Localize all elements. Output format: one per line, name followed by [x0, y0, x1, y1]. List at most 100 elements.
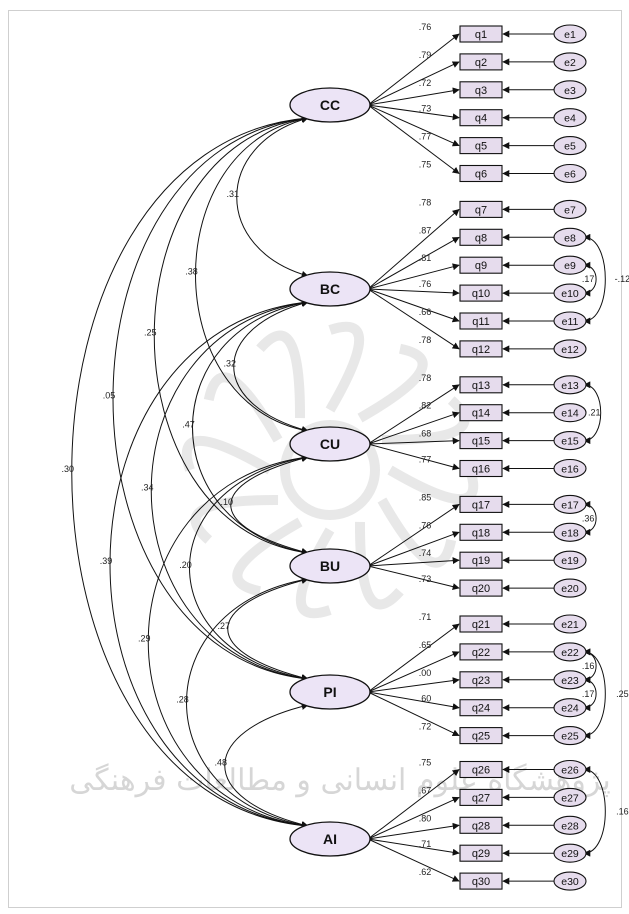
indicator-label: q6	[475, 169, 487, 181]
covariance-label: .47	[182, 420, 195, 430]
error-covariance-label: .21	[588, 408, 601, 418]
indicator-label: q10	[472, 288, 490, 300]
error-label: e9	[564, 260, 576, 272]
indicator-label: q22	[472, 647, 490, 659]
covariance-label: .30	[61, 464, 74, 474]
latent-factor	[289, 87, 371, 123]
loading-label: .62	[419, 867, 432, 877]
latent-factor	[289, 426, 371, 462]
loading-arrow	[367, 384, 460, 445]
latent-factor	[289, 821, 371, 857]
error-covariance-arc	[583, 381, 602, 445]
covariance-label: .28	[176, 695, 189, 705]
error-covariance-label: .17	[582, 274, 595, 284]
indicator-box	[459, 788, 503, 806]
loading-arrow	[367, 623, 460, 693]
latent-factor	[289, 548, 371, 584]
watermark-center	[280, 420, 380, 520]
indicator-label: q25	[472, 731, 490, 743]
watermark-petal	[325, 321, 364, 413]
indicator-label: q8	[475, 232, 487, 244]
loading-label: .78	[419, 197, 432, 207]
indicator-box	[459, 137, 503, 155]
error-term	[553, 614, 587, 634]
covariance-arc	[227, 577, 309, 681]
loading-label: .71	[419, 839, 432, 849]
indicator-box	[459, 404, 503, 422]
error-label: e2	[564, 57, 576, 69]
loading-label: .75	[419, 758, 432, 768]
indicator-label: q3	[475, 85, 487, 97]
covariance-arc	[236, 116, 309, 278]
error-term	[553, 136, 587, 156]
watermark-petal	[190, 494, 279, 544]
covariance-arc	[112, 115, 309, 682]
error-label: e15	[561, 436, 579, 448]
error-label: e18	[561, 527, 579, 539]
error-term	[553, 494, 587, 514]
loading-label: .72	[419, 722, 432, 732]
error-term	[553, 578, 587, 598]
covariance-arc	[192, 299, 309, 556]
loading-arrow	[367, 565, 460, 591]
loading-arrow	[367, 87, 460, 106]
loading-arrow	[367, 557, 460, 567]
error-label: e10	[561, 288, 579, 300]
loading-label: .68	[419, 429, 432, 439]
indicator-label: q21	[472, 619, 490, 631]
indicator-label: q18	[472, 527, 490, 539]
error-label: e28	[561, 820, 579, 832]
loading-arrow	[367, 104, 460, 121]
indicator-label: q27	[472, 792, 490, 804]
covariance-arc	[147, 454, 309, 829]
error-label: e11	[562, 316, 579, 328]
indicator-box	[459, 495, 503, 513]
loading-label: .73	[419, 574, 432, 584]
error-label: e8	[564, 232, 576, 244]
latent-label: CU	[320, 436, 340, 452]
covariance-label: .29	[138, 634, 151, 644]
indicator-box	[459, 551, 503, 569]
covariance-arc	[189, 454, 309, 682]
loading-arrow	[367, 531, 460, 567]
error-term	[553, 255, 587, 275]
covariance-label: .10	[220, 497, 233, 507]
error-term	[553, 163, 587, 184]
loading-arrow	[367, 838, 460, 856]
loading-label: .78	[419, 373, 432, 383]
error-covariance-label: .16	[582, 661, 595, 671]
error-covariance-arc	[583, 648, 606, 740]
latent-label: AI	[323, 831, 337, 847]
loading-label: .76	[419, 520, 432, 530]
error-covariance-label: .25	[616, 689, 629, 699]
loading-arrow	[367, 411, 460, 445]
loading-label: .00	[419, 668, 432, 678]
indicator-box	[459, 284, 503, 302]
loading-label: .81	[419, 253, 432, 263]
error-label: e14	[561, 408, 579, 420]
error-term	[553, 550, 587, 570]
error-label: e30	[561, 876, 579, 888]
covariance-arc	[186, 576, 309, 829]
loading-label: .66	[419, 307, 432, 317]
indicator-box	[459, 376, 503, 394]
loading-label: .79	[419, 50, 432, 60]
indicator-label: q2	[475, 57, 487, 69]
loading-label: .87	[419, 225, 432, 235]
watermark-petal	[354, 521, 404, 610]
indicator-label: q23	[472, 675, 490, 687]
error-label: e6	[564, 169, 576, 181]
indicator-label: q26	[472, 765, 490, 777]
indicator-box	[459, 81, 503, 99]
indicator-box	[459, 340, 503, 358]
indicator-label: q15	[472, 436, 490, 448]
error-term	[553, 871, 587, 891]
error-term	[553, 815, 587, 835]
loading-arrow	[367, 288, 460, 323]
indicator-box	[459, 25, 503, 43]
loading-label: .77	[419, 455, 432, 465]
indicator-label: q12	[472, 344, 490, 356]
indicator-label: q13	[472, 380, 490, 392]
watermark-petal	[232, 517, 303, 597]
